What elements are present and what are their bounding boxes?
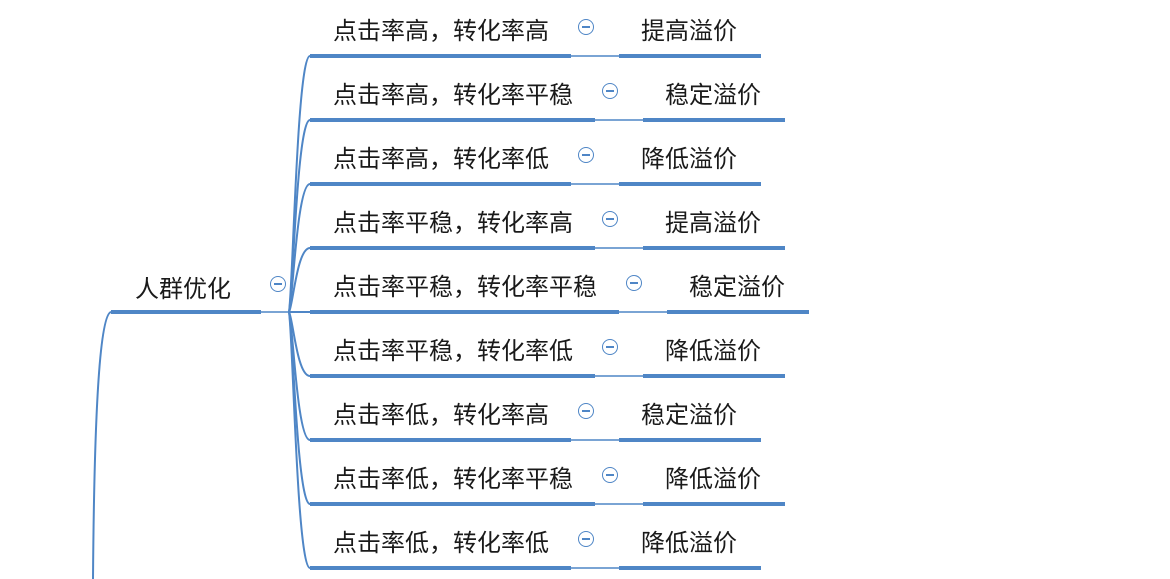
action-underline <box>643 502 785 506</box>
condition-underline <box>310 502 595 506</box>
action-label: 稳定溢价 <box>665 81 761 109</box>
minus-circle-icon <box>606 346 614 348</box>
condition-underline <box>310 246 595 250</box>
condition-label: 点击率平稳，转化率高 <box>333 209 573 237</box>
condition-underline <box>310 118 595 122</box>
action-underline <box>619 54 761 58</box>
condition-collapse-button[interactable] <box>578 147 594 163</box>
minus-circle-icon <box>630 282 638 284</box>
condition-collapse-button[interactable] <box>578 531 594 547</box>
root-trunk-connector <box>92 311 112 579</box>
action-label: 稳定溢价 <box>641 401 737 429</box>
condition-label: 点击率低，转化率高 <box>333 401 549 429</box>
condition-label: 点击率平稳，转化率低 <box>333 337 573 365</box>
condition-label: 点击率平稳，转化率平稳 <box>333 273 597 301</box>
action-label: 降低溢价 <box>641 529 737 557</box>
condition-collapse-button[interactable] <box>578 19 594 35</box>
action-underline <box>643 118 785 122</box>
condition-label: 点击率高，转化率低 <box>333 145 549 173</box>
minus-circle-icon <box>606 90 614 92</box>
condition-collapse-button[interactable] <box>602 339 618 355</box>
action-underline <box>619 438 761 442</box>
minus-circle-icon <box>606 218 614 220</box>
branch-connector <box>288 247 311 313</box>
action-underline <box>619 566 761 570</box>
minus-circle-icon <box>582 26 590 28</box>
condition-underline <box>310 374 595 378</box>
minus-circle-icon <box>274 283 282 285</box>
action-label: 稳定溢价 <box>689 273 785 301</box>
condition-underline <box>310 54 571 58</box>
minus-circle-icon <box>582 154 590 156</box>
action-underline <box>643 374 785 378</box>
root-node-label: 人群优化 <box>135 275 231 303</box>
action-underline <box>619 182 761 186</box>
action-label: 降低溢价 <box>641 145 737 173</box>
condition-label: 点击率高，转化率平稳 <box>333 81 573 109</box>
condition-underline <box>310 182 571 186</box>
action-label: 提高溢价 <box>665 209 761 237</box>
action-label: 降低溢价 <box>665 465 761 493</box>
condition-collapse-button[interactable] <box>626 275 642 291</box>
minus-circle-icon <box>582 410 590 412</box>
action-underline <box>667 310 809 314</box>
condition-label: 点击率高，转化率高 <box>333 17 549 45</box>
minus-circle-icon <box>606 474 614 476</box>
condition-collapse-button[interactable] <box>602 83 618 99</box>
condition-underline <box>310 566 571 570</box>
branch-connector <box>288 311 311 569</box>
condition-collapse-button[interactable] <box>578 403 594 419</box>
condition-underline <box>310 310 619 314</box>
condition-label: 点击率低，转化率平稳 <box>333 465 573 493</box>
condition-collapse-button[interactable] <box>602 467 618 483</box>
root-node-underline <box>111 310 261 314</box>
action-label: 降低溢价 <box>665 337 761 365</box>
minus-circle-icon <box>582 538 590 540</box>
condition-underline <box>310 438 571 442</box>
action-label: 提高溢价 <box>641 17 737 45</box>
condition-collapse-button[interactable] <box>602 211 618 227</box>
condition-label: 点击率低，转化率低 <box>333 529 549 557</box>
action-underline <box>643 246 785 250</box>
root-collapse-button[interactable] <box>270 276 286 292</box>
